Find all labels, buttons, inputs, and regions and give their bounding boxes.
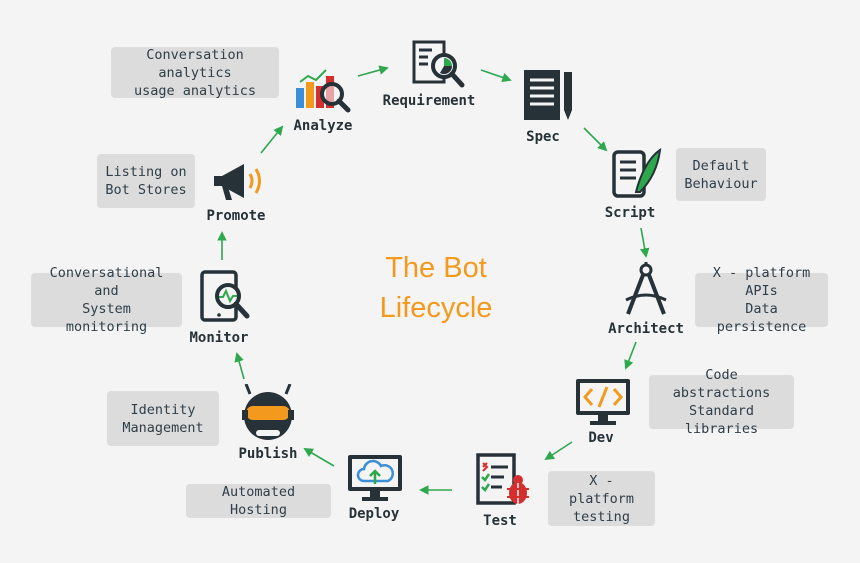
stage-label-monitor: Monitor <box>189 330 249 346</box>
arrow-deploy-to-publish <box>303 448 335 467</box>
note-script: Default Behaviour <box>676 148 766 201</box>
stage-label-test: Test <box>483 513 517 529</box>
tablet-magnifier-icon <box>200 270 250 322</box>
cloud-upload-monitor-icon <box>348 455 402 501</box>
stage-label-publish: Publish <box>238 446 298 462</box>
stage-label-analyze: Analyze <box>293 118 353 134</box>
stage-label-deploy: Deploy <box>348 506 400 522</box>
stage-label-architect: Architect <box>608 321 684 337</box>
stage-label-promote: Promote <box>206 208 266 224</box>
stage-label-dev: Dev <box>588 430 614 446</box>
note-architect: X - platform APIs Data persistence <box>695 265 828 335</box>
stage-label-requirement: Requirement <box>382 93 476 109</box>
arrow-analyze-to-requirement <box>357 65 389 77</box>
arrow-script-to-architect <box>639 227 650 258</box>
stage-label-spec: Spec <box>526 129 560 145</box>
arrow-requirement-to-spec <box>480 69 512 83</box>
title-line-2: Lifecycle <box>379 292 493 324</box>
note-analyze: Conversation analytics usage analytics <box>111 47 279 99</box>
stage-label-script: Script <box>604 205 656 221</box>
checklist-bug-icon <box>476 453 529 505</box>
note-test: X - platform testing <box>548 471 655 526</box>
robot-head-icon <box>242 384 294 440</box>
arrow-promote-to-analyze <box>260 125 284 154</box>
document-magnifier-icon <box>412 40 465 88</box>
note-publish: Identity Management <box>107 391 219 446</box>
arrow-publish-to-monitor <box>234 352 245 380</box>
scroll-quill-icon <box>612 147 662 198</box>
bar-chart-magnifier-icon <box>296 69 351 113</box>
spec-document-pen-icon <box>524 70 572 120</box>
arrow-dev-to-test <box>544 441 573 461</box>
diagram-title: The Bot Lifecycle <box>336 248 536 328</box>
note-deploy: Automated Hosting <box>186 484 331 518</box>
drafting-compass-icon <box>625 262 667 315</box>
note-promote: Listing on Bot Stores <box>97 154 195 208</box>
megaphone-icon <box>214 164 261 200</box>
note-dev: Code abstractions Standard libraries <box>649 367 794 437</box>
arrow-spec-to-script <box>583 127 608 152</box>
title-line-1: The Bot <box>385 252 487 284</box>
note-monitor: Conversational and System monitoring <box>31 265 182 335</box>
code-monitor-icon <box>576 379 630 425</box>
arrow-architect-to-dev <box>624 341 637 370</box>
